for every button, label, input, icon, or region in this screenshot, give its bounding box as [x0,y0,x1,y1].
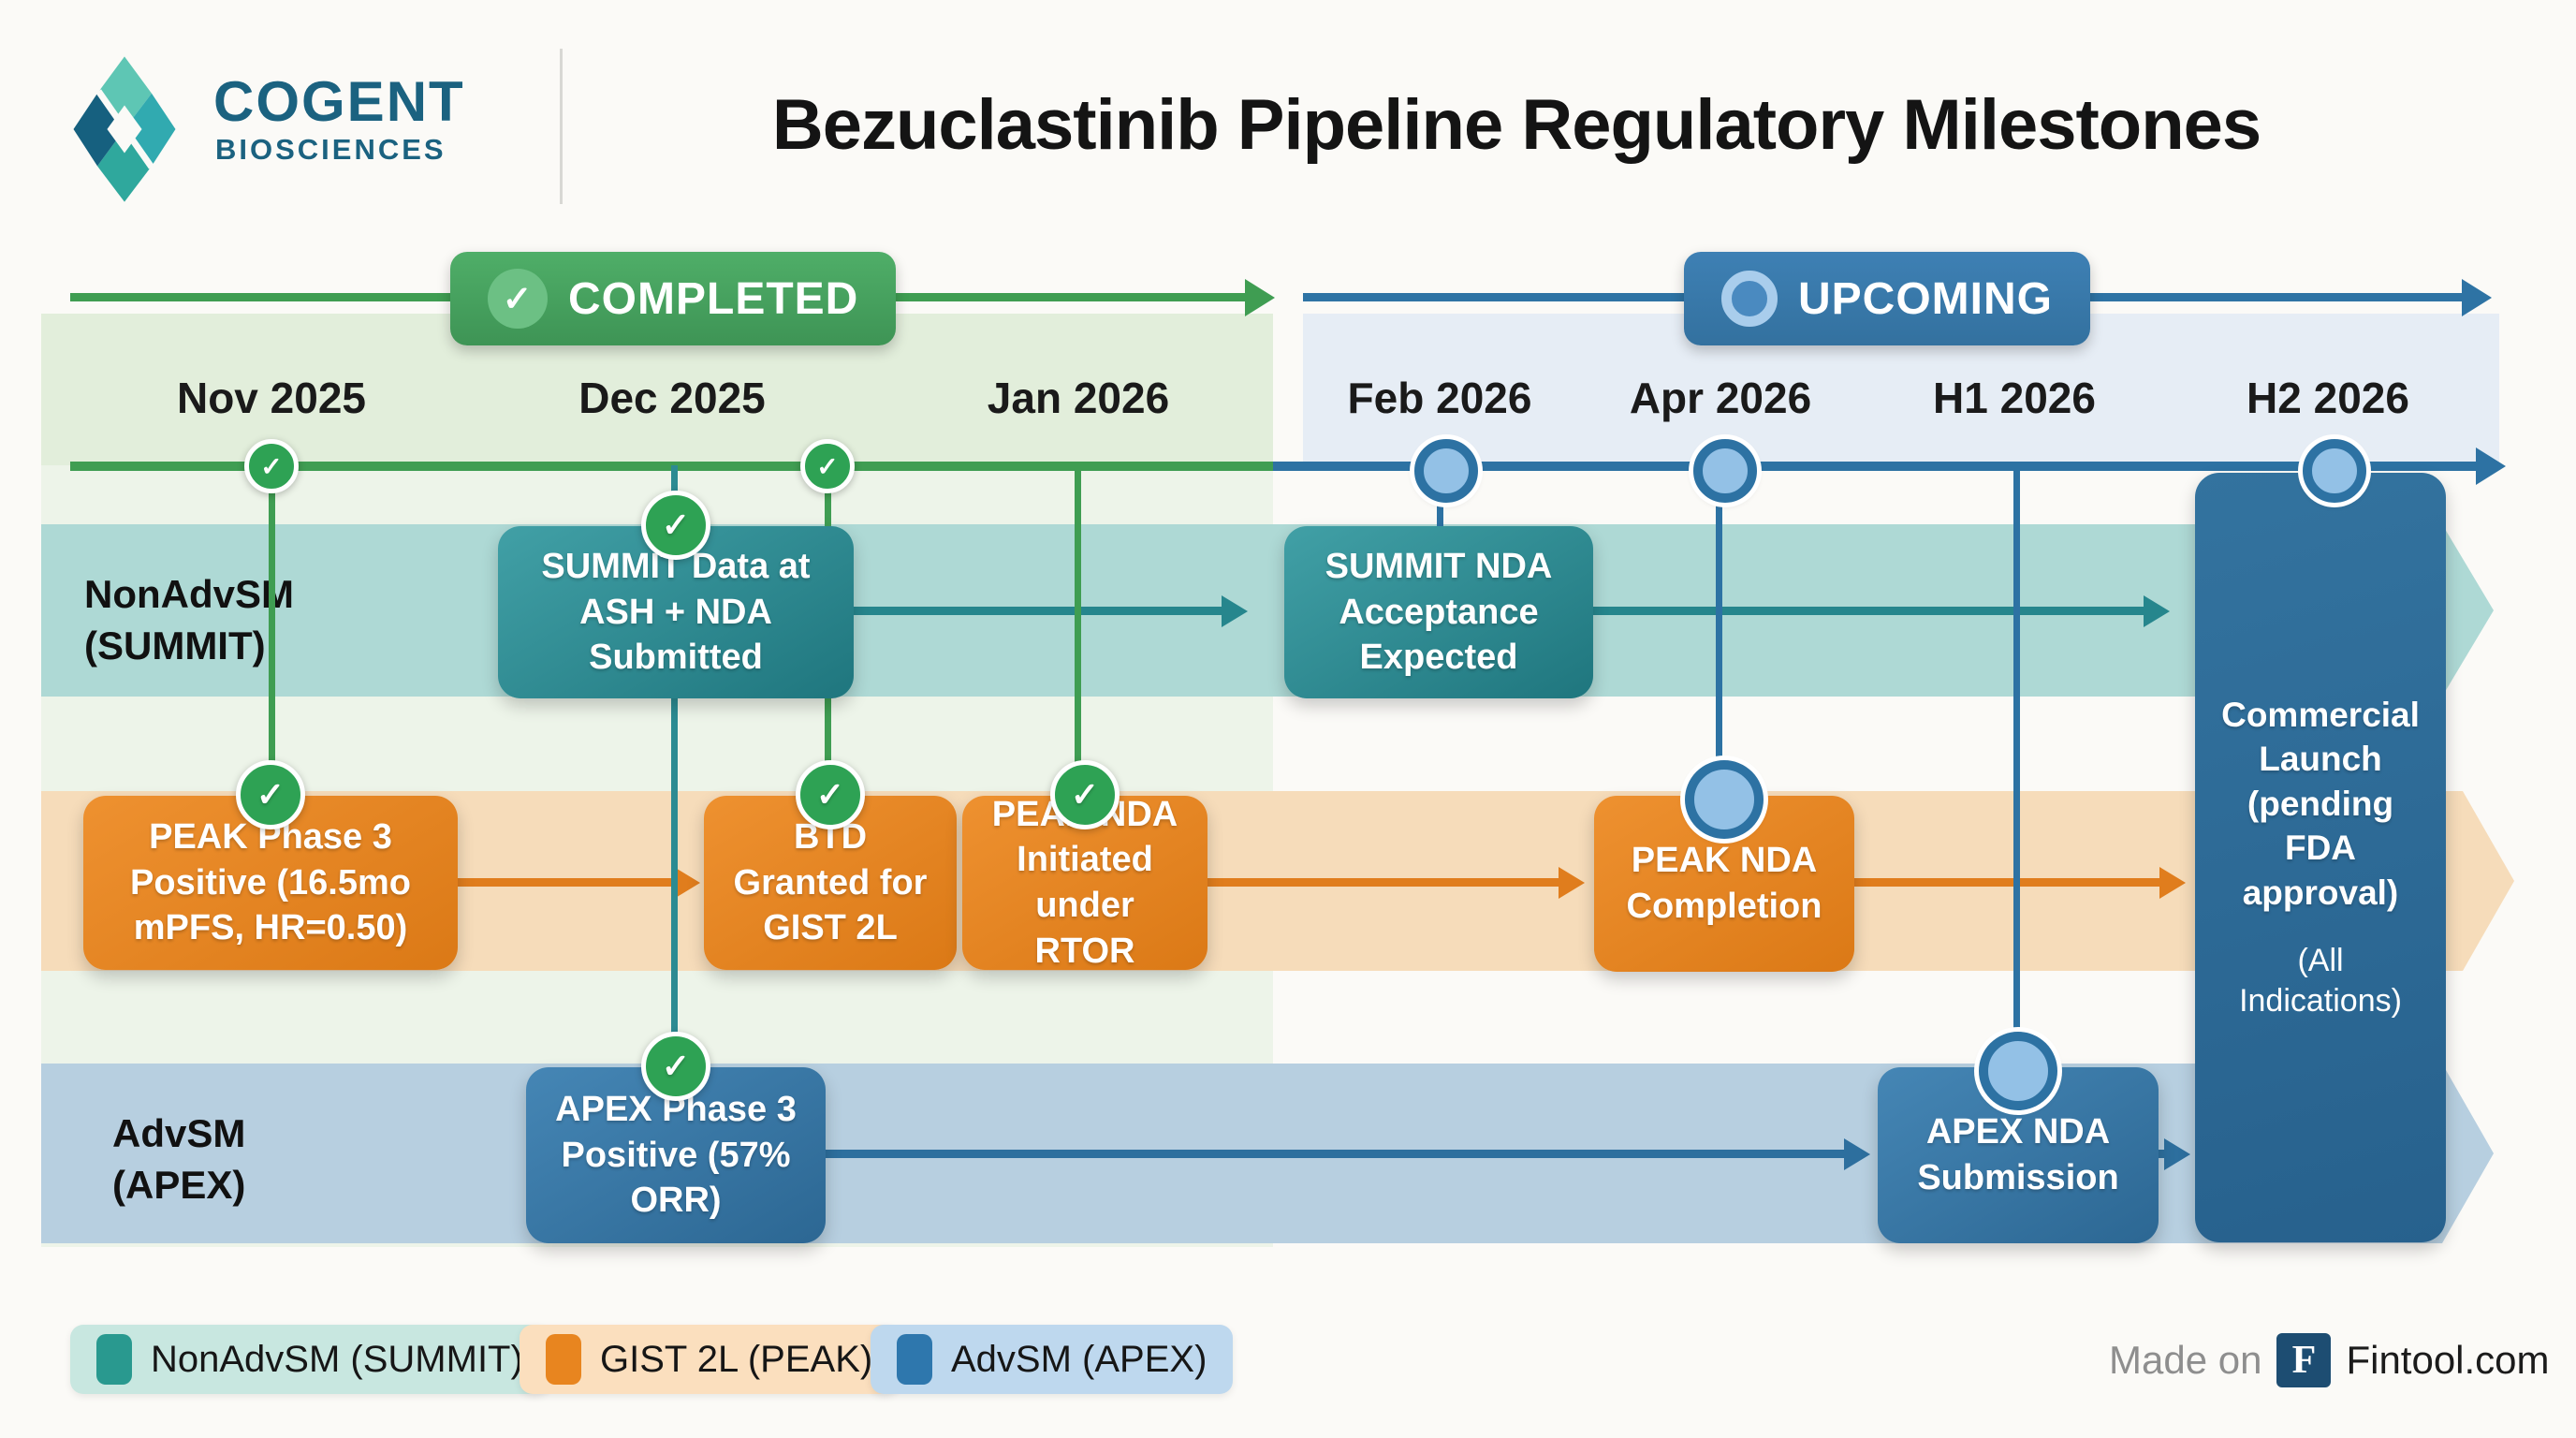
milestone-check-icon: ✓ [641,1032,710,1101]
summit-row-label-line1: NonAdvSM [84,572,294,616]
made-on-label: Made on [2109,1338,2262,1382]
legend-peak: GIST 2L (PEAK) [520,1325,900,1394]
milestone-peak-nda-completion: PEAK NDA Completion [1594,760,1854,972]
axis-dot-h2-icon [2303,439,2366,503]
legend-peak-swatch [546,1334,581,1385]
legend-summit-swatch [96,1334,132,1385]
fintool-brand: Fintool.com [2346,1338,2550,1382]
upcoming-badge: UPCOMING [1684,252,2090,345]
milestone-btd-label: BTD Granted for GIST 2L [733,817,928,948]
summit-row-label-line2: (SUMMIT) [84,623,266,668]
legend-summit-label: NonAdvSM (SUMMIT) [151,1338,523,1380]
milestone-apex-phase3: ✓ APEX Phase 3 Positive (57% ORR) [526,1032,826,1243]
arrow-apex-1 [819,1150,1844,1158]
axis-check-nov-icon: ✓ [244,439,299,493]
completed-badge-label: COMPLETED [568,273,859,324]
milestone-check-icon: ✓ [641,491,710,560]
milestone-btd: ✓ BTD Granted for GIST 2L [704,760,957,970]
date-h2-2026: H2 2026 [2247,374,2409,422]
legend-apex-label: AdvSM (APEX) [951,1338,1208,1380]
connector-nov [269,465,275,802]
connector-dec [671,465,678,1074]
legend-peak-label: GIST 2L (PEAK) [600,1338,873,1380]
milestone-peak-phase3-label: PEAK Phase 3 Positive (16.5mo mPFS, HR=0… [130,817,411,948]
milestone-summit-data: ✓ SUMMIT Data at ASH + NDA Submitted [498,491,854,698]
legend-apex-swatch [897,1334,932,1385]
milestone-summit-data-label: SUMMIT Data at ASH + NDA Submitted [541,547,811,678]
axis-dot-feb-icon [1414,439,1478,503]
legend-apex: AdvSM (APEX) [871,1325,1234,1394]
header-divider [560,49,563,204]
footer-attribution: Made on F Fintool.com [2109,1333,2550,1387]
completed-check-icon: ✓ [488,269,548,329]
milestone-dot-icon [1979,1032,2057,1110]
axis-dot-apr-icon [1693,439,1757,503]
date-jan-2026: Jan 2026 [987,374,1170,422]
logo-text-cogent: COGENT [213,70,465,133]
milestone-apex-nda: APEX NDA Submission [1878,1032,2159,1243]
cogent-logo-icon [73,56,176,202]
date-nov-2025: Nov 2025 [176,374,367,422]
arrow-peak-3 [1849,878,2159,887]
arrow-summit-2 [1591,607,2144,615]
milestone-peak-phase3: ✓ PEAK Phase 3 Positive (16.5mo mPFS, HR… [83,760,458,970]
timeline-axis-upcoming [1273,462,2476,471]
connector-h1 [2013,465,2020,1074]
milestone-peak-nda-initiated: ✓ PEAK NDA Initiated under RTOR [962,760,1208,971]
axis-check-btd-icon: ✓ [800,439,855,493]
milestone-check-icon: ✓ [1050,760,1120,829]
milestone-summit-nda-label: SUMMIT NDA Acceptance Expected [1325,547,1553,678]
milestone-check-icon: ✓ [796,760,865,829]
summit-row-label: NonAdvSM (SUMMIT) [84,569,294,671]
date-apr-2026: Apr 2026 [1629,374,1812,422]
connector-apr [1716,465,1722,802]
date-dec-2025: Dec 2025 [578,374,766,422]
logo-text-biosciences: BIOSCIENCES [215,133,446,166]
arrow-peak-1 [451,878,674,887]
date-h1-2026: H1 2026 [1933,374,2096,422]
upcoming-badge-label: UPCOMING [1798,273,2053,324]
milestone-apex-nda-label: APEX NDA Submission [1917,1112,2119,1197]
milestone-apex-phase3-label: APEX Phase 3 Positive (57% ORR) [555,1090,797,1221]
milestone-dot-icon [1685,760,1764,839]
apex-row-label-line1: AdvSM [112,1111,246,1155]
milestone-peak-nda-completion-label: PEAK NDA Completion [1626,841,1822,926]
milestone-check-icon: ✓ [236,760,305,829]
apex-row-label: AdvSM (APEX) [112,1108,245,1211]
date-feb-2026: Feb 2026 [1347,374,1532,422]
page-title: Bezuclastinib Pipeline Regulatory Milest… [771,85,2261,165]
connector-jan [1075,465,1081,802]
legend-summit: NonAdvSM (SUMMIT) [70,1325,549,1394]
milestone-commercial-launch: Commercial Launch (pending FDA approval)… [2195,473,2446,1242]
fintool-logo-icon: F [2276,1333,2332,1387]
arrow-peak-2 [1201,878,1559,887]
upcoming-circle-icon [1721,271,1778,327]
milestone-summit-nda: SUMMIT NDA Acceptance Expected [1284,526,1593,698]
milestone-commercial-launch-label: Commercial Launch (pending FDA approval) [2221,696,2420,912]
apex-row-label-line2: (APEX) [112,1162,246,1207]
milestone-commercial-launch-subtitle: (All Indications) [2239,942,2402,1020]
arrow-summit-1 [847,607,1222,615]
completed-badge: ✓ COMPLETED [450,252,897,345]
